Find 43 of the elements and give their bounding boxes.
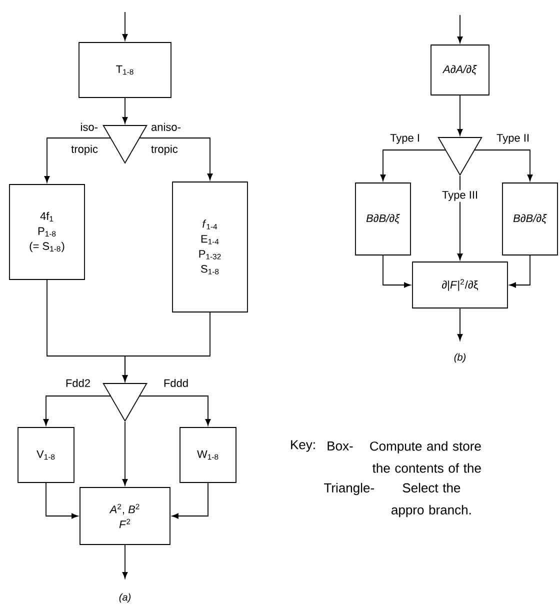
arrow	[46, 482, 78, 519]
edge-label: Type I	[389, 133, 421, 145]
process-box: W$_{1-8}$	[180, 427, 236, 483]
arrow	[122, 12, 128, 41]
arrow	[122, 98, 128, 124]
key-text: Key:	[291, 440, 315, 452]
edge-label: Type III	[440, 190, 480, 202]
process-box: T$_{1-8}$	[78, 42, 172, 98]
process-box: V$_{1-8}$	[18, 427, 74, 483]
process-box: ∂|F|$^{2}$/∂ξ	[412, 262, 508, 308]
process-box: A∂A/∂ξ	[430, 44, 490, 96]
arrow	[44, 138, 112, 183]
arrow	[382, 255, 411, 288]
arrow	[172, 482, 208, 519]
arrow	[380, 150, 446, 182]
arrow	[509, 255, 530, 288]
caption: (a)	[119, 593, 130, 603]
arrow	[122, 544, 128, 579]
key-text: Box-	[328, 441, 353, 451]
arrow	[122, 421, 128, 486]
arrow	[457, 175, 463, 260]
process-box: B∂B/∂ξ	[355, 182, 411, 256]
edge-label: aniso- tropic	[151, 122, 180, 156]
arrow	[457, 308, 463, 341]
edge-label: iso- tropic	[71, 122, 98, 156]
arrow	[457, 14, 463, 44]
arrow	[474, 150, 533, 182]
arrow	[122, 312, 210, 382]
edge-label: Type II	[496, 133, 530, 145]
arrow	[457, 95, 463, 136]
arrow	[138, 138, 213, 180]
process-box: A$^{2}$, B$^{2}$ F$^{2}$	[80, 487, 170, 545]
key-text: Compute and store the contents of the	[370, 441, 481, 473]
arrow	[43, 396, 112, 426]
caption: (b)	[454, 353, 466, 363]
edge-label: Fddd	[162, 378, 190, 388]
key-text: Triangle-	[324, 482, 374, 496]
arrow	[138, 396, 211, 426]
edge-label: Fdd2	[64, 378, 92, 388]
key-text: Select the appro branch.	[392, 482, 471, 518]
process-box: f$_{1-4}$ E$_{1-4}$ P$_{1-32}$ S$_{1-8}$	[172, 182, 248, 312]
process-box: 4f$_{1}$ P$_{1-8}$ (= S$_{1-8}$)	[9, 184, 85, 280]
process-box: B∂B/∂ξ	[502, 182, 558, 256]
